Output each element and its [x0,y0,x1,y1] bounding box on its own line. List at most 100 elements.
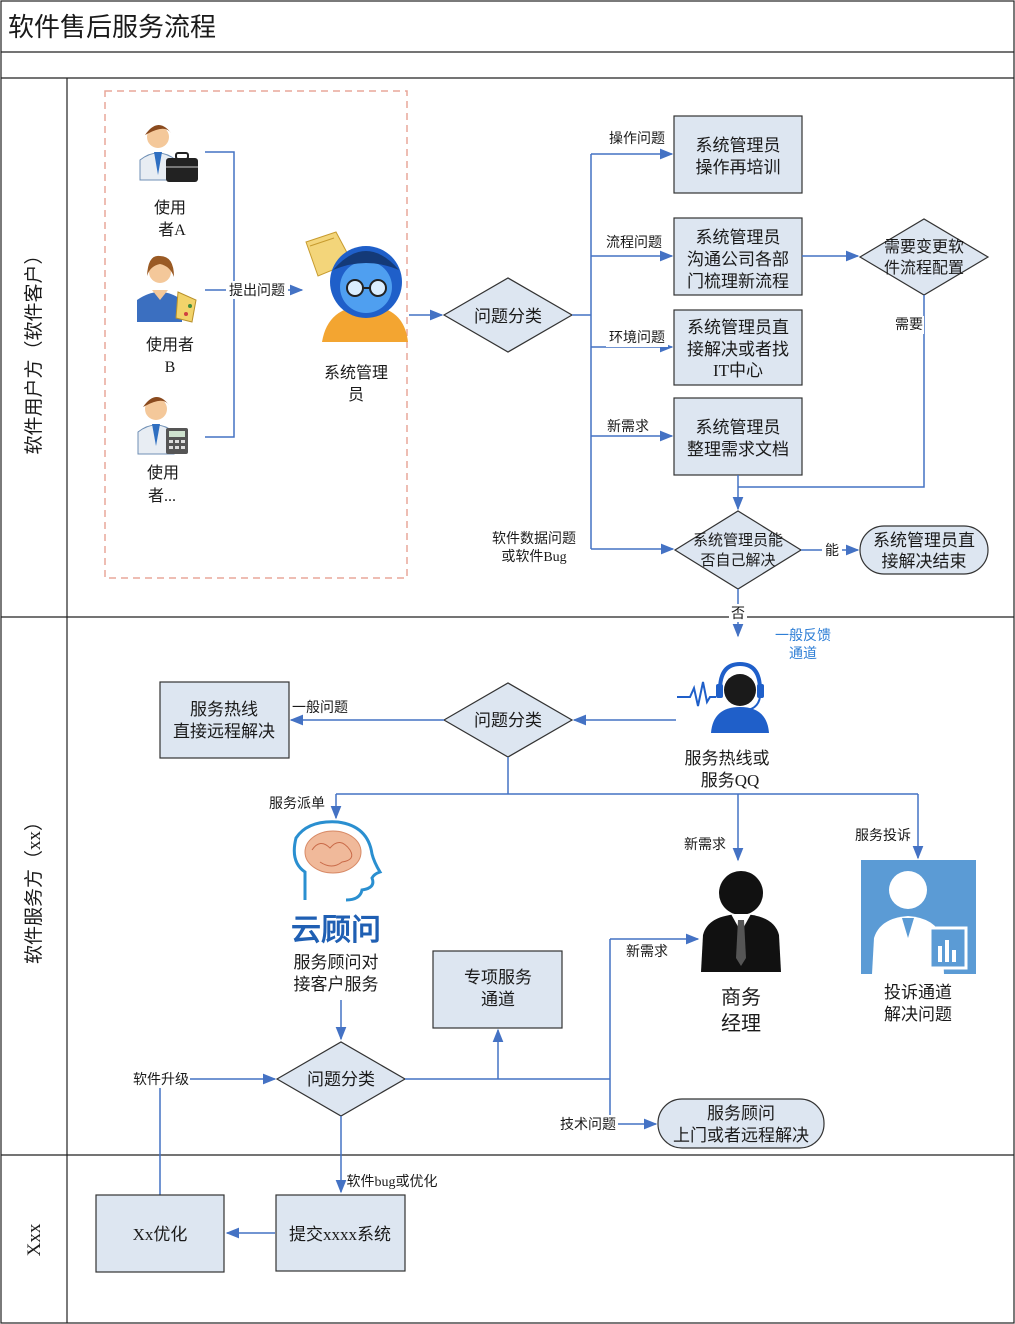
headset-support-icon [677,661,769,733]
classify-1-label: 问题分类 [474,307,542,326]
env-node-label-1: 系统管理员直 [687,318,789,337]
env-node-label-3: IT中心 [713,361,763,380]
user-a-label-1: 使用 [154,199,186,217]
hotline-label-1: 服务热线或 [685,749,770,768]
op-retrain-box [673,115,803,194]
edge-label-new-req-3: 新需求 [626,944,668,960]
page-title: 软件售后服务流程 [8,13,216,42]
classify-2-label: 问题分类 [474,711,542,730]
users-group [104,90,408,579]
optimize-box [95,1194,225,1273]
edge-label-bug-opt: 软件bug或优化 [347,1174,438,1190]
change-config-label-2: 件流程配置 [884,259,964,277]
user-etc-label-1: 使用 [147,464,179,482]
edge-label-bg [226,281,288,299]
direct-end-terminal [859,525,989,575]
general-channel-label-2: 通道 [789,646,817,662]
edge-label-complaint: 服务投诉 [855,828,911,844]
classify-1-branches [572,148,675,555]
edge-label-new-req: 新需求 [607,419,649,435]
env-node-label-2: 接解决或者找 [687,340,789,359]
user-b-label-1: 使用者 [146,336,194,354]
admin-label-1: 系统管理 [324,364,388,382]
self-solve-diamond [673,510,803,590]
flow-node-label-3: 门梳理新流程 [687,272,789,291]
submit-label: 提交xxxx系统 [289,1225,391,1244]
admin-icon [305,231,408,342]
user-etc-icon [137,396,188,455]
user-etc-label-2: 者... [148,487,176,505]
consultant-label-2: 接客户服务 [294,975,379,994]
edge-need-path [732,295,925,511]
lane-label-service: 软件服务方（xx） [23,812,45,964]
special-channel-label-2: 通道 [481,990,515,1009]
user-b-icon [137,255,197,323]
edge-label-data-issue-2: 或软件Bug [501,549,566,565]
edge-label-dispatch: 服务派单 [269,796,325,812]
complaint-label-1: 投诉通道 [884,983,952,1002]
flow-node-box [673,217,803,296]
flow-node-label-2: 沟通公司各部 [687,250,789,269]
change-config-diamond [858,218,990,296]
complaint-agent-icon [861,860,976,974]
edge-label-need: 需要 [895,317,923,333]
manager-label-2: 经理 [721,1012,761,1035]
edge-label-bg [620,940,672,958]
optimize-label: Xx优化 [133,1225,188,1244]
classify-2-branches [330,757,924,862]
business-manager-icon [701,871,781,972]
self-solve-label-2: 否自己解决 [700,552,775,569]
brain-head-icon [292,820,383,902]
classify-diamond-2 [442,682,574,758]
edge-label-bg [556,1115,618,1133]
manager-label-1: 商务 [721,986,761,1009]
user-a-icon [139,124,198,182]
edge-label-upgrade: 软件升级 [133,1072,189,1088]
classify-3-label: 问题分类 [307,1070,375,1089]
edge-label-bg [892,316,924,334]
consultant-label-1: 服务顾问对 [294,953,379,972]
general-channel-label-1: 一般反馈 [775,628,831,644]
edge-label-bg [132,1070,190,1088]
req-doc-label-1: 系统管理员 [696,418,781,437]
admin-label-2: 员 [348,386,364,404]
edge-label-env-issue: 环境问题 [609,330,665,346]
user-b-label-2: B [165,359,176,376]
user-a-label-2: 者A [158,221,186,239]
remote-hotline-label-2: 直接远程解决 [173,722,275,741]
req-doc-box [673,397,803,476]
special-channel-box [432,950,563,1029]
edge-label-new-req-2: 新需求 [684,837,726,853]
remote-hotline-label-1: 服务热线 [190,700,258,719]
env-node-box [673,309,803,386]
edge-label-flow-issue: 流程问题 [606,235,662,251]
edge-label-can: 能 [825,543,839,559]
op-retrain-label-2: 操作再培训 [696,158,781,177]
edge-label-tech-issue: 技术问题 [560,1117,616,1133]
direct-end-label-1: 系统管理员直 [873,531,975,550]
onsite-label-2: 上门或者远程解决 [673,1126,809,1145]
direct-end-label-2: 接解决结束 [882,552,967,571]
complaint-label-2: 解决问题 [884,1005,952,1024]
lane-label-xxx: Xxx [24,1223,45,1256]
remote-hotline-box [159,681,290,759]
edge-label-op-issue: 操作问题 [609,131,665,147]
change-config-label-1: 需要变更软 [884,238,964,256]
flow-node-label-1: 系统管理员 [696,228,781,247]
lane-label-customer: 软件用户方（软件客户） [23,245,45,454]
submit-system-box [275,1194,406,1272]
self-solve-label-1: 系统管理员能 [693,532,783,549]
edge-label-raise-issue: 提出问题 [229,283,285,299]
edge-label-general-issue: 一般问题 [292,700,348,716]
edge-label-bg [822,541,842,559]
edge-label-bg [606,329,668,347]
op-retrain-label-1: 系统管理员 [696,136,781,155]
hotline-label-2: 服务QQ [701,771,760,790]
onsite-terminal [657,1098,825,1149]
edge-label-data-issue-1: 软件数据问题 [492,531,576,547]
edge-label-bg [729,604,747,622]
edge-label-no: 否 [731,607,745,622]
consultant-logo-text: 云顾问 [291,913,381,948]
